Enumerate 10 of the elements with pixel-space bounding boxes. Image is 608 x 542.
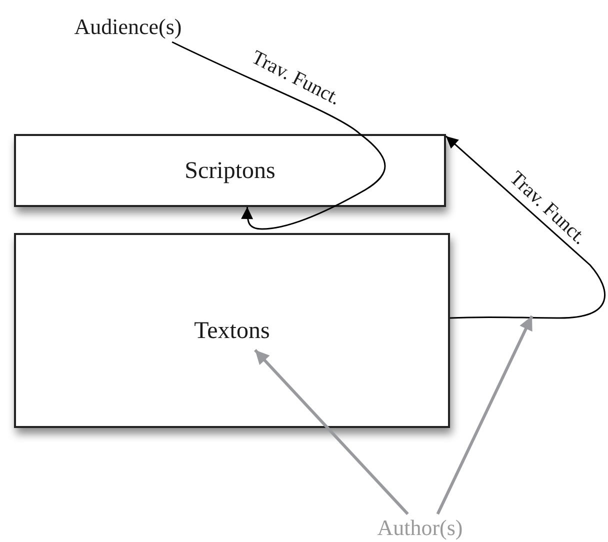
- node-text: Author(s): [377, 517, 463, 539]
- arrow: [436, 315, 534, 515]
- scriptons-box: [14, 134, 446, 207]
- node-text: Textons: [194, 318, 270, 342]
- arrow: [446, 136, 606, 319]
- arrow: [254, 348, 409, 516]
- node-text: Audience(s): [74, 16, 182, 38]
- textons-box: [14, 233, 450, 428]
- node-text: Scriptons: [184, 158, 276, 182]
- arrow: [172, 41, 386, 230]
